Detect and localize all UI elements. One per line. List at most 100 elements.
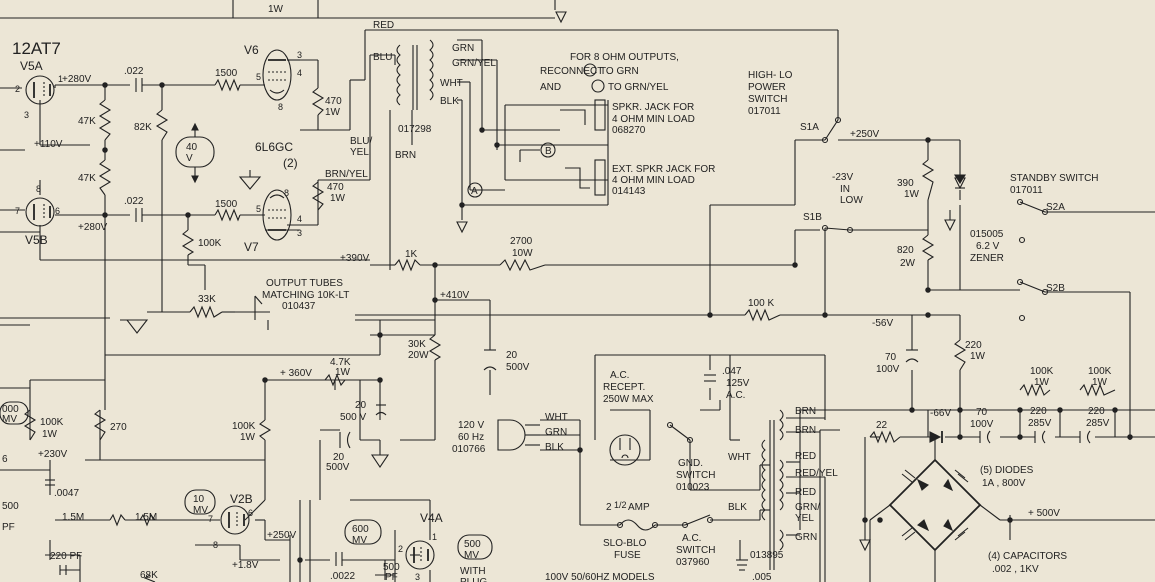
pin-label: 2	[15, 84, 20, 94]
resistor-value: 1W	[325, 107, 341, 118]
resistor-value: 470	[327, 182, 344, 193]
ac-receptacle-label: RECEPT.	[603, 382, 645, 393]
pin-label: 5	[256, 72, 261, 82]
pin-label: 7	[15, 206, 20, 216]
resistor-value: 100K	[1030, 366, 1054, 377]
ac-switch-label: 037960	[676, 557, 710, 568]
pin-label: 4	[297, 214, 302, 224]
standby-switch-label: 017011	[1010, 185, 1043, 196]
fuse-label: FUSE	[614, 550, 641, 561]
resistor-value: 1W	[268, 4, 284, 15]
resistor-value: 1W	[42, 429, 58, 440]
tube-v2b-label: V2B	[230, 492, 253, 506]
resistor-value: 390	[897, 178, 914, 189]
capacitor-value: 125V	[726, 378, 750, 389]
resistor-value: 100K	[198, 238, 222, 249]
tube-v4a-label: V4A	[420, 511, 443, 525]
capacitor-value: 220 PF	[50, 551, 82, 562]
tube-v6-label: V6	[244, 43, 259, 57]
labels: 12AT7 V5A V5B V6 V7 V2B V4A 6L6GC (2) 2 …	[2, 4, 1112, 582]
power-switch-label: 017011	[748, 106, 781, 117]
junctions	[102, 82, 1133, 563]
capacitor-value: .047	[722, 366, 742, 377]
capacitors-label: (4) CAPACITORS	[988, 551, 1067, 562]
models-note: 100V 50/60HZ MODELS	[545, 572, 655, 582]
zener-label: 015005	[970, 229, 1004, 240]
bridge-capacitors	[901, 469, 969, 541]
pin-label: 3	[297, 228, 302, 238]
resistor-value: 22	[876, 420, 888, 431]
wire-color: BRN/YEL	[325, 169, 368, 180]
wire-color: BLU/YEL	[350, 136, 372, 158]
line-cord-label: 60 Hz	[458, 432, 484, 443]
diodes	[916, 174, 966, 532]
note-text: FOR 8 OHM OUTPUTS,	[570, 52, 679, 63]
resistor-value: 1500	[215, 199, 238, 210]
pin-label: 8	[36, 184, 41, 194]
fuse-label: AMP	[628, 502, 650, 513]
resistor-value: 2W	[900, 258, 916, 269]
cut-off-label: PF	[2, 522, 15, 533]
capacitor-value: 20	[506, 350, 518, 361]
resistor-value: 1W	[335, 367, 351, 378]
capacitor-value: 20	[355, 400, 367, 411]
circle-a-label: A	[471, 186, 478, 197]
resistor-value: 1.5M	[135, 512, 157, 523]
wire-color: WHT	[545, 412, 568, 423]
pin-label: 8	[213, 540, 218, 550]
resistor-value: 2700	[510, 236, 533, 247]
resistor-value: 68K	[140, 570, 158, 581]
resistor-value: 1W	[904, 189, 920, 200]
capacitor-value: .022	[124, 66, 144, 77]
cut-off-label: 500	[2, 501, 19, 512]
capacitor-value: 285V	[1028, 418, 1052, 429]
voltage-label: + 500V	[1028, 508, 1060, 519]
ac-receptacle-label: 250W MAX	[603, 394, 654, 405]
v7-tube	[262, 189, 292, 241]
capacitor-value: 500 V	[340, 412, 366, 423]
voltage-label: +1.8V	[232, 560, 259, 571]
voltage-label: +230V	[38, 449, 68, 460]
speaker-jack-label: 068270	[612, 125, 646, 136]
wire-color: GRN/YEL	[452, 58, 496, 69]
speaker-jack-label: SPKR. JACK FOR	[612, 102, 694, 113]
capacitor-value: 500	[383, 562, 400, 573]
pin-label: 3	[297, 50, 302, 60]
capacitor-value: .0022	[330, 571, 355, 582]
voltage-label: + 360V	[280, 368, 312, 379]
power-switch-label: POWER	[748, 82, 786, 93]
resistor-value: 30K	[408, 339, 426, 350]
switch-s2b-label: S2B	[1046, 283, 1065, 294]
voltage-label: +110V	[34, 139, 63, 150]
pin-label: 1	[58, 74, 63, 84]
capacitor-value: .005	[752, 572, 772, 582]
capacitor-value: PF	[385, 572, 398, 582]
resistor-value: 100K	[40, 417, 64, 428]
resistor-value: 82K	[134, 122, 152, 133]
capacitor-value: A.C.	[726, 390, 745, 401]
v4a-tube	[405, 540, 435, 570]
capacitor-value: 500V	[326, 462, 350, 473]
resistor-value: 1W	[240, 432, 256, 443]
output-tubes-label: MATCHING 10K-LT	[262, 290, 349, 301]
note-text: AND	[540, 82, 561, 93]
ext-speaker-jack-label: EXT. SPKR JACK FOR	[612, 164, 715, 175]
voltage-label: +390V	[340, 253, 370, 264]
voltage-label: -56V	[872, 318, 893, 329]
wire-color: RED	[373, 20, 394, 31]
tube-6l6gc-label: 6L6GC	[255, 140, 293, 154]
pin-label: 8	[284, 188, 289, 198]
wire-color: BLK	[440, 96, 459, 107]
resistor-value: 1W	[1092, 377, 1108, 388]
wire-color: BLK	[728, 502, 747, 513]
cut-off-label: 000	[2, 404, 19, 415]
resistor-value: 1W	[970, 351, 986, 362]
voltage-label: IN	[840, 184, 850, 195]
resistor-value: 1500	[215, 68, 238, 79]
switch-s1b-label: S1B	[803, 212, 822, 223]
cut-off-label: MV	[2, 414, 17, 425]
